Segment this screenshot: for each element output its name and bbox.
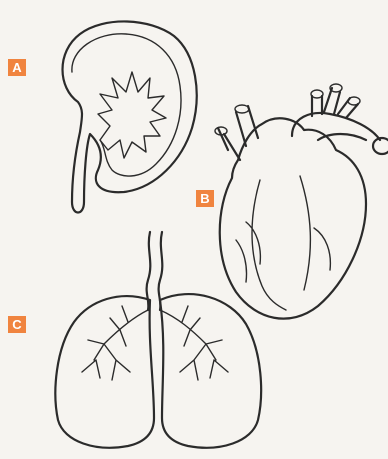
bronchial-tree <box>82 306 228 380</box>
kidney-outer-outline <box>63 21 197 212</box>
label-a: A <box>8 59 26 76</box>
heart-coronary-vessels <box>236 176 330 310</box>
vessel-opening-3 <box>348 97 360 105</box>
kidney-calyces <box>98 72 166 158</box>
kidney-drawing <box>63 21 197 212</box>
lungs-drawing <box>55 232 261 448</box>
heart-drawing <box>215 84 388 319</box>
left-lung-outline <box>55 296 154 448</box>
trachea <box>147 232 163 310</box>
kidney-inner-outline <box>72 34 181 176</box>
vena-cava-opening <box>235 105 249 113</box>
right-lung-outline <box>160 294 261 448</box>
heart-outline <box>220 118 366 318</box>
label-c: C <box>8 316 26 333</box>
vessel-opening-1 <box>311 90 323 98</box>
aortic-arch <box>292 113 380 140</box>
label-b: B <box>196 190 214 207</box>
